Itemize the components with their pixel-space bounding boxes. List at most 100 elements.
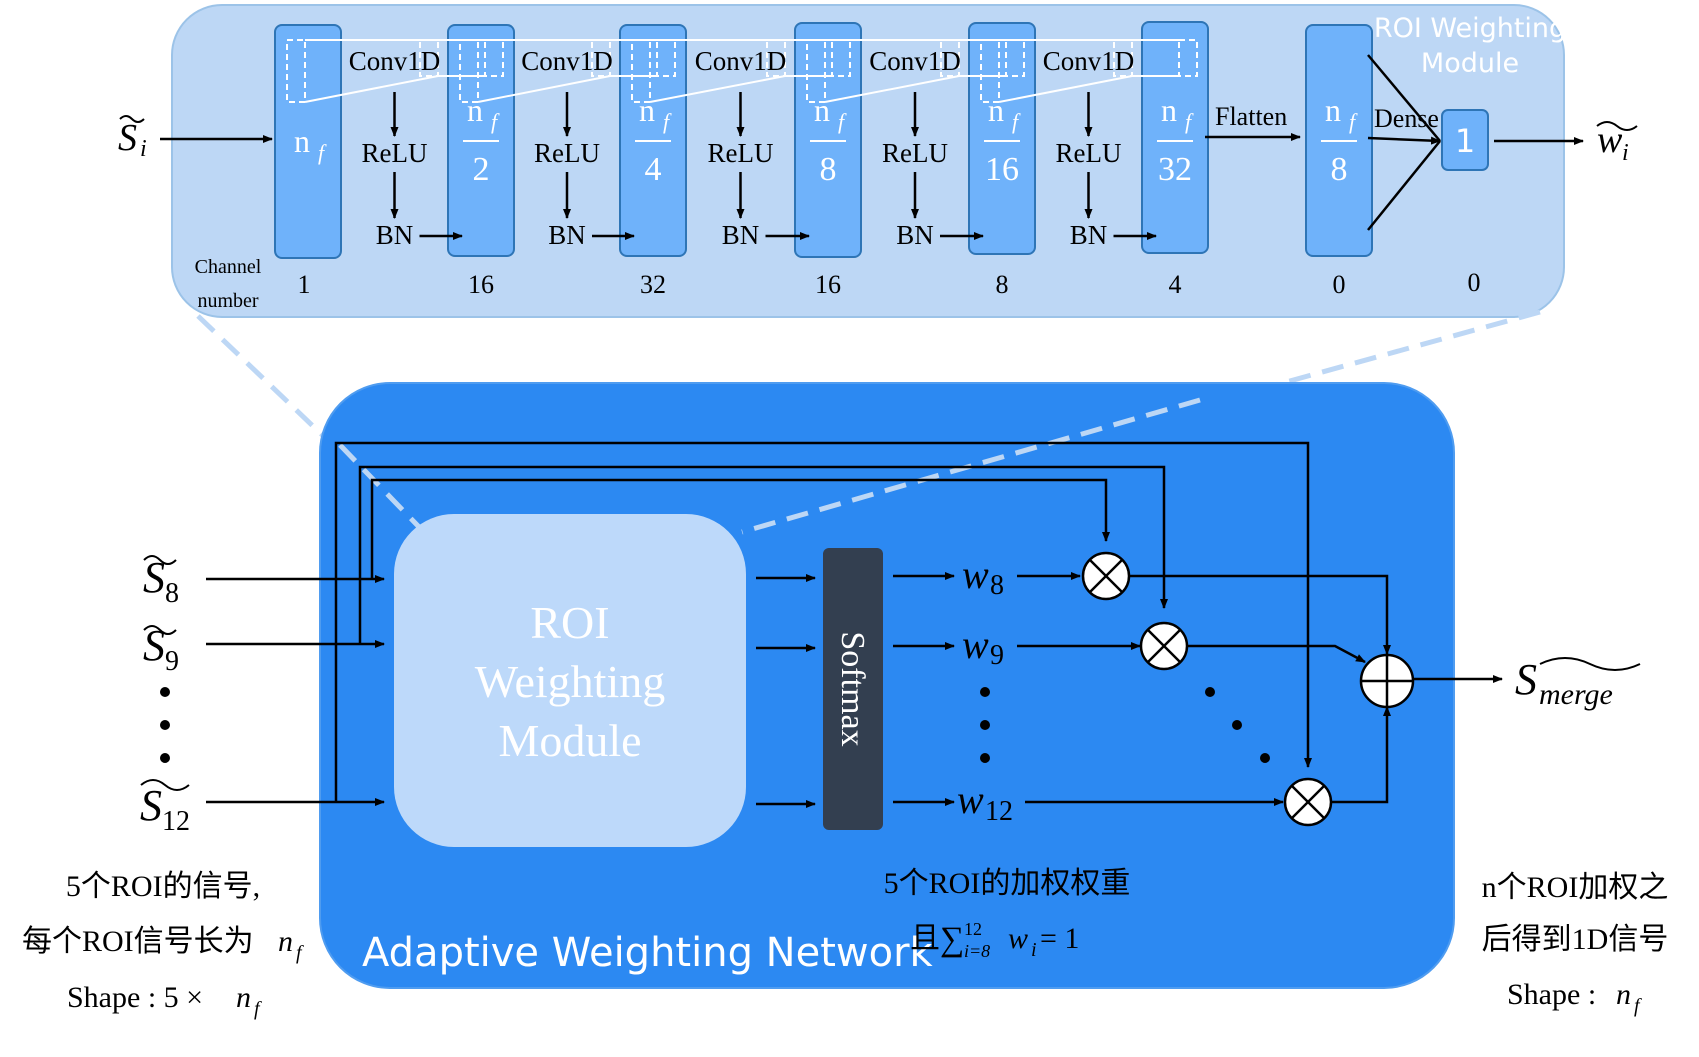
caption-left-3: Shape : 5 × n f	[67, 981, 262, 1020]
block-nf: n	[988, 92, 1004, 128]
caption-left-2: 每个ROI信号长为 n f	[22, 925, 304, 964]
block-nf: n	[294, 123, 310, 159]
bn-label: BN	[376, 220, 414, 250]
svg-text:S: S	[143, 553, 165, 602]
mul9-to-sum	[1187, 644, 1366, 664]
input-s9: S 9	[143, 621, 179, 677]
svg-text:12: 12	[964, 919, 982, 939]
op-chain-3: Conv1D ReLU BN	[631, 39, 851, 250]
input-s8: S 8	[143, 553, 179, 609]
svg-text:9: 9	[165, 646, 179, 677]
op-chain-2: Conv1D ReLU BN	[459, 39, 676, 250]
softmax-block	[823, 548, 883, 830]
bn-label: BN	[1070, 220, 1108, 250]
svg-text:8: 8	[990, 570, 1004, 601]
block-channels: 8	[996, 270, 1009, 299]
svg-text:S: S	[1515, 655, 1537, 704]
svg-text:w: w	[1597, 119, 1623, 161]
module-line-3: Module	[498, 715, 641, 766]
relu-label: ReLU	[1056, 138, 1122, 168]
svg-text:n: n	[1616, 978, 1631, 1011]
svg-text:w: w	[962, 552, 989, 597]
output-s-merge: S merge	[1515, 655, 1641, 711]
svg-text:12: 12	[985, 796, 1013, 827]
block-channels: 16	[815, 270, 841, 299]
dense-output-channels: 0	[1468, 268, 1481, 297]
sum-node	[1359, 653, 1415, 709]
svg-text:Shape : 5 ×: Shape : 5 ×	[67, 981, 203, 1014]
conv1d-label: Conv1D	[695, 46, 787, 76]
svg-text:f: f	[296, 942, 304, 964]
channel-label-2: number	[197, 290, 258, 312]
svg-text:f: f	[254, 998, 262, 1020]
block-nf: n	[639, 92, 655, 128]
block-channels: 0	[1333, 270, 1346, 299]
input-s12: S 12	[140, 779, 190, 837]
zoom-line-left	[196, 314, 434, 542]
bypass-s9	[358, 465, 1168, 644]
zoom-line-left-inner	[338, 443, 422, 530]
svg-text:n: n	[236, 981, 251, 1014]
detail-panel	[171, 4, 1565, 318]
svg-text:i: i	[140, 136, 147, 162]
svg-text:每个ROI信号长为: 每个ROI信号长为	[22, 925, 254, 958]
block-nf: n	[1325, 92, 1341, 128]
block-channels: 32	[640, 270, 666, 299]
softmax-label: Softmax	[834, 631, 871, 746]
bn-label: BN	[722, 220, 760, 250]
block-denominator: 2	[473, 151, 490, 188]
svg-text:i=8: i=8	[964, 941, 990, 961]
module-line-1: ROI	[530, 597, 609, 648]
block-channels: 1	[298, 270, 311, 299]
block-nf-sub: f	[1349, 109, 1358, 134]
input-dots	[160, 687, 170, 763]
svg-text:12: 12	[162, 806, 190, 837]
svg-text:i: i	[1031, 939, 1037, 961]
weight-dots	[980, 687, 990, 763]
weight-w8: w 8	[962, 552, 1004, 601]
detail-output-label: w i	[1596, 119, 1638, 166]
dense-line-top	[1367, 54, 1441, 142]
svg-text:S: S	[143, 621, 165, 670]
bypass-s8	[370, 478, 1110, 579]
svg-text:8: 8	[165, 578, 179, 609]
dense-line-bot	[1367, 140, 1441, 231]
conv1d-label: Conv1D	[521, 46, 613, 76]
block-nf: n	[1161, 92, 1177, 128]
svg-text:∑: ∑	[940, 921, 964, 958]
weight-w9: w 9	[962, 622, 1004, 671]
bypass-s12	[334, 441, 1312, 802]
svg-text:9: 9	[990, 640, 1004, 671]
multiply-node-12	[1283, 777, 1333, 827]
conv1d-label: Conv1D	[869, 46, 961, 76]
block-nf: n	[467, 92, 483, 128]
module-line-2: Weighting	[475, 656, 666, 707]
caption-right-2: 后得到1D信号	[1482, 923, 1669, 956]
detail-input-label: S i	[118, 115, 147, 162]
bn-label: BN	[548, 220, 586, 250]
bn-label: BN	[896, 220, 934, 250]
relu-label: ReLU	[534, 138, 600, 168]
svg-text:= 1: = 1	[1040, 922, 1079, 955]
block-denominator: 32	[1158, 151, 1192, 188]
block-nf-sub: f	[1185, 109, 1194, 134]
svg-text:w: w	[1008, 922, 1028, 955]
block-nf-sub: f	[663, 109, 672, 134]
caption-middle-2: 且 ∑ 12 i=8 w i = 1	[910, 919, 1079, 961]
svg-text:S: S	[140, 781, 162, 830]
block-channels: 4	[1169, 270, 1182, 299]
relu-label: ReLU	[708, 138, 774, 168]
flatten-label: Flatten	[1215, 102, 1287, 131]
svg-text:Shape :: Shape :	[1507, 978, 1596, 1011]
block-denominator: 8	[820, 151, 837, 188]
mul12-to-sum	[1331, 706, 1391, 804]
channel-label-1: Channel	[195, 256, 262, 278]
block-channels: 16	[468, 270, 494, 299]
